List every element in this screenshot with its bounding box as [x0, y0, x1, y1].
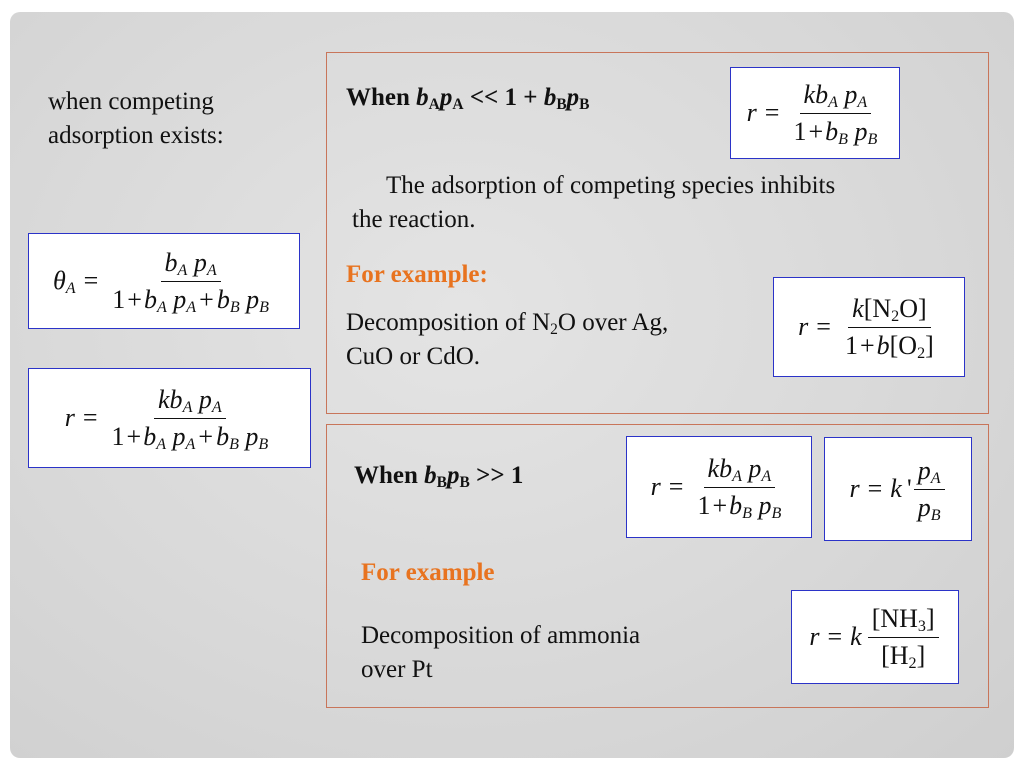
intro-line-1: when competing: [48, 88, 214, 115]
n2o-rate-formula-box: r= k[N2O] 1+b[O2]: [773, 277, 965, 377]
panel1-explanation: The adsorption of competing species inhi…: [352, 169, 835, 237]
panel1-condition: When bApA << 1 + bBpB: [346, 84, 590, 113]
intro-text: when competing adsorption exists:: [48, 85, 224, 153]
panel1-rate-formula-box: r= kbA pA 1+bB pB: [730, 67, 900, 159]
panel2-example-text: Decomposition of ammonia over Pt: [361, 619, 640, 687]
rate-formula-box: r= kbA pA 1+bA pA+bB pB: [28, 368, 311, 468]
ammonia-rate-formula-box: r=k [NH3] [H2]: [791, 590, 959, 684]
explanation-line-1: The adsorption of competing species inhi…: [386, 172, 836, 199]
panel2-rate-formula-box: r= kbA pA 1+bB pB: [626, 436, 812, 538]
panel2-condition: When bBpB >> 1: [354, 462, 524, 491]
panel2-example-line-2: over Pt: [361, 656, 433, 683]
intro-line-2: adsorption exists:: [48, 122, 224, 149]
strong-adsorption-panel: [326, 424, 989, 708]
panel1-example-line-2: CuO or CdO.: [346, 343, 481, 370]
panel1-example-heading: For example:: [346, 261, 488, 288]
explanation-line-2: the reaction.: [352, 206, 476, 233]
simplified-rate-formula-box: r=k ' pA pB: [824, 437, 972, 541]
slide: when competing adsorption exists: θA= bA…: [10, 12, 1014, 758]
panel1-example-text: Decomposition of N2O over Ag, CuO or CdO…: [346, 306, 668, 374]
panel1-example-line-1: Decomposition of N2O over Ag,: [346, 309, 669, 338]
weak-adsorption-panel: [326, 52, 989, 414]
panel2-example-line-1: Decomposition of ammonia: [361, 622, 641, 649]
theta-formula-box: θA= bA pA 1+bA pA+bB pB: [28, 233, 300, 329]
panel2-example-heading: For example: [361, 559, 495, 586]
